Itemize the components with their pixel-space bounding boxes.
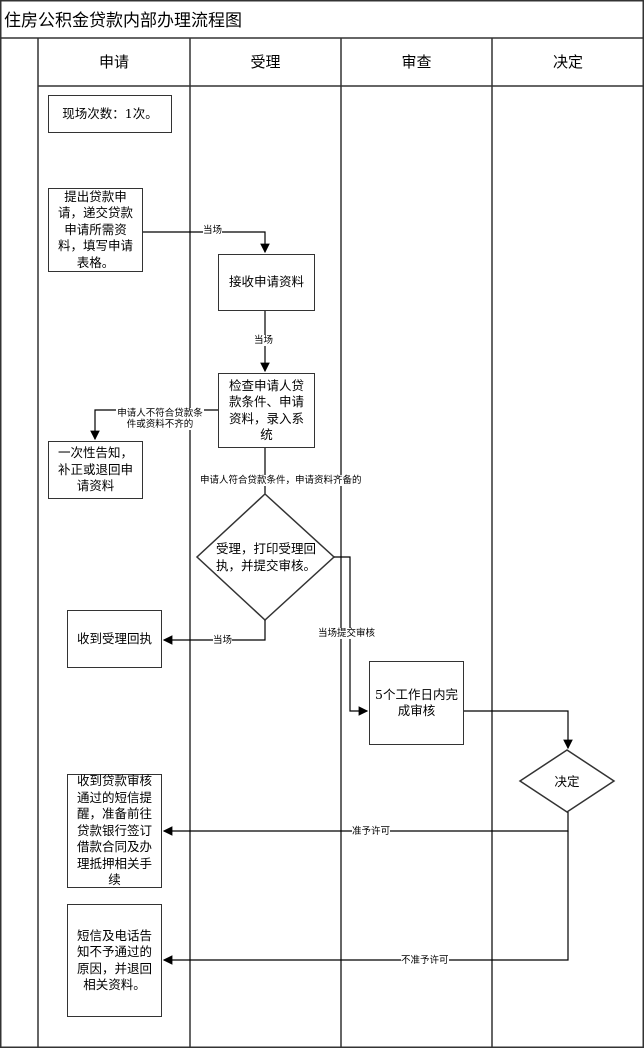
edge-submit-receive bbox=[143, 231, 270, 254]
edge-review-decide bbox=[464, 710, 573, 750]
rejected-result-box: 短信及电话告知不予通过的原因，并退回相关资料。 bbox=[67, 904, 162, 1017]
decide-diamond bbox=[518, 749, 616, 813]
edge-label-reject: 不准予许可 bbox=[401, 955, 449, 966]
lane-header-review: 审查 bbox=[401, 53, 432, 71]
decide-diamond-text: 决定 bbox=[554, 773, 580, 789]
receipt-box: 收到受理回执 bbox=[67, 610, 162, 668]
notify-incomplete-box: 一次性告知，补正或退回申请资料 bbox=[48, 441, 143, 499]
visits-box: 现场次数：1次。 bbox=[48, 95, 172, 133]
edge-label-on-site: 当场 bbox=[203, 225, 223, 236]
edge-label-approve: 准予许可 bbox=[352, 826, 391, 837]
approved-result-box: 收到贷款审核通过的短信提醒，准备前往贷款银行签订借款合同及办理抵押相关手续 bbox=[67, 773, 162, 888]
edge-label-on-site: 当场 bbox=[213, 635, 233, 646]
page-title: 住房公积金贷款内部办理流程图 bbox=[4, 11, 242, 31]
edge-decide-reject bbox=[162, 831, 569, 965]
edge-label-submit-review: 当场提交审核 bbox=[318, 628, 376, 639]
lane-header-accept: 受理 bbox=[250, 53, 281, 71]
edge-label-qualified: 申请人符合贷款条件，申请资料齐备的 bbox=[200, 475, 362, 486]
receive-box: 接收申请资料 bbox=[218, 254, 315, 311]
lane-header-decide: 决定 bbox=[552, 53, 583, 71]
lane-header-apply: 申请 bbox=[98, 53, 129, 71]
edge-label-on-site: 当场 bbox=[254, 335, 274, 346]
submit-box: 提出贷款申请，递交贷款申请所需资料，填写申请表格。 bbox=[48, 188, 143, 272]
check-box: 检查申请人贷款条件、申请资料，录入系统 bbox=[218, 373, 315, 448]
review-box: 5个工作日内完成审核 bbox=[369, 661, 464, 745]
edge-label-not-qualified: 申请人不符合贷款条件或资料不齐的 bbox=[116, 408, 204, 430]
accept-diamond-text: 受理，打印受理回执，并提交审核。 bbox=[215, 541, 316, 573]
edge-accept-receipt bbox=[162, 620, 266, 645]
